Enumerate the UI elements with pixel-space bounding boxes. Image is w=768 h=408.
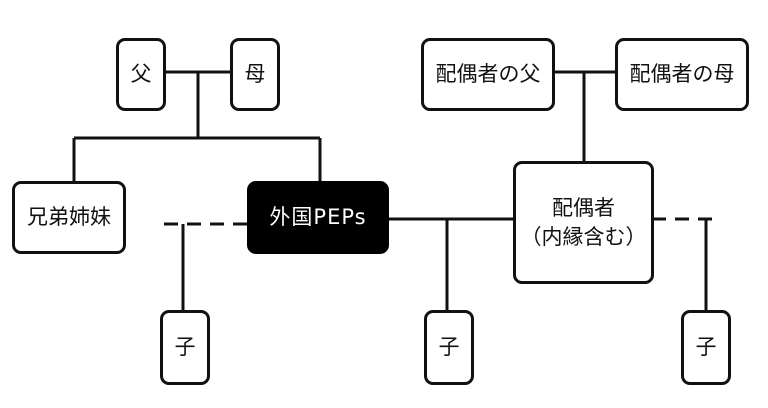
child-center-box: 子 (424, 310, 474, 385)
mother-label: 母 (244, 62, 266, 87)
spouse-note: （内縁含む） (520, 224, 647, 249)
spouse-label: 配偶者 (552, 196, 615, 221)
father-label: 父 (130, 62, 152, 87)
child-left-label: 子 (174, 335, 196, 360)
siblings-box: 兄弟姉妹 (12, 181, 126, 254)
spouse-father-box: 配偶者の父 (421, 38, 555, 111)
mother-box: 母 (230, 38, 280, 111)
child-right-label: 子 (695, 335, 717, 360)
child-center-label: 子 (438, 335, 460, 360)
child-right-box: 子 (681, 310, 731, 385)
father-box: 父 (116, 38, 166, 111)
spouse-father-label: 配偶者の父 (435, 62, 541, 87)
spouse-mother-box: 配偶者の母 (615, 38, 749, 111)
spouse-mother-label: 配偶者の母 (629, 62, 735, 87)
spouse-box: 配偶者 （内縁含む） (513, 161, 654, 284)
foreign-peps-box: 外国PEPs (247, 181, 389, 254)
child-left-box: 子 (160, 310, 210, 385)
siblings-label: 兄弟姉妹 (27, 205, 111, 230)
foreign-peps-label: 外国PEPs (269, 205, 367, 230)
